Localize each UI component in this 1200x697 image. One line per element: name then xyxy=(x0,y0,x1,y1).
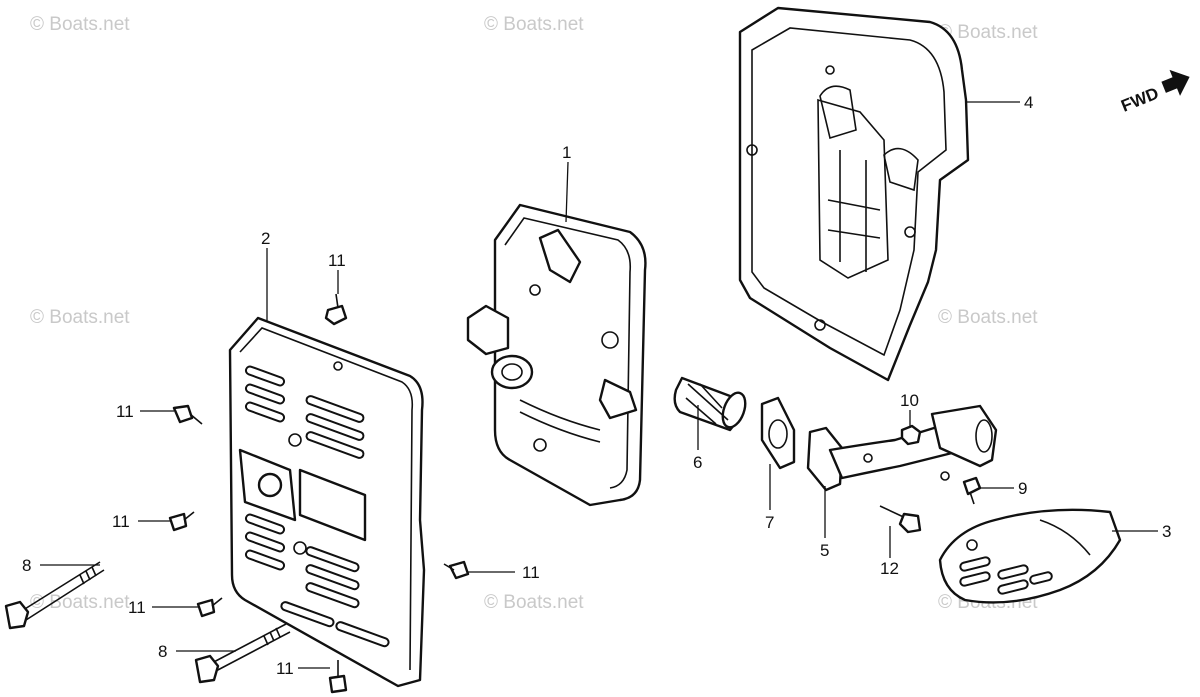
bolt-12 xyxy=(879,505,922,534)
long-bolt xyxy=(194,623,291,684)
callout-3: 3 xyxy=(1162,522,1171,541)
callout-11: 11 xyxy=(116,402,134,421)
muffler-protector xyxy=(228,316,426,688)
flange-nut xyxy=(900,424,922,446)
hex-bolt xyxy=(168,511,195,532)
callout-11: 11 xyxy=(522,563,540,582)
fwd-label: FWD xyxy=(1118,84,1161,116)
hex-bolt xyxy=(172,404,203,425)
watermark: © Boats.net xyxy=(30,592,130,613)
muffler-body xyxy=(466,203,647,507)
long-bolt xyxy=(4,561,105,630)
callout-12: 12 xyxy=(880,559,899,578)
callout-2: 2 xyxy=(261,229,270,248)
watermark: © Boats.net xyxy=(30,14,130,35)
callout-11: 11 xyxy=(112,512,130,531)
hex-bolt xyxy=(443,560,470,580)
watermark: © Boats.net xyxy=(484,592,584,613)
callout-4: 4 xyxy=(1024,93,1033,112)
hex-bolt xyxy=(324,293,348,326)
callouts: 1 2 3 4 5 6 7 8 8 9 10 11 11 11 11 11 11… xyxy=(22,93,1171,678)
small-bolt xyxy=(962,476,982,505)
callout-8: 8 xyxy=(158,642,167,661)
callout-5: 5 xyxy=(820,541,829,560)
callout-8: 8 xyxy=(22,556,31,575)
callout-10: 10 xyxy=(900,391,919,410)
exhaust-pipe xyxy=(806,404,998,492)
callout-9: 9 xyxy=(1018,479,1027,498)
watermark: © Boats.net xyxy=(938,307,1038,328)
callout-11: 11 xyxy=(328,251,346,270)
callout-6: 6 xyxy=(693,453,702,472)
watermark: © Boats.net xyxy=(30,307,130,328)
callout-11: 11 xyxy=(128,598,146,617)
exhaust-deflector xyxy=(938,508,1122,604)
hex-bolt xyxy=(328,660,348,694)
watermark: © Boats.net xyxy=(484,14,584,35)
callout-1: 1 xyxy=(562,143,571,162)
forward-indicator: FWD xyxy=(1118,69,1190,116)
watermark: © Boats.net xyxy=(938,22,1038,43)
callout-11: 11 xyxy=(276,659,294,678)
gasket xyxy=(760,396,796,470)
spark-arrester xyxy=(673,376,747,432)
forward-arrow-icon xyxy=(1161,69,1190,96)
hex-bolt xyxy=(196,597,223,618)
callout-7: 7 xyxy=(765,513,774,532)
muffler-cover xyxy=(738,6,970,382)
leader-lines xyxy=(40,101,1158,669)
